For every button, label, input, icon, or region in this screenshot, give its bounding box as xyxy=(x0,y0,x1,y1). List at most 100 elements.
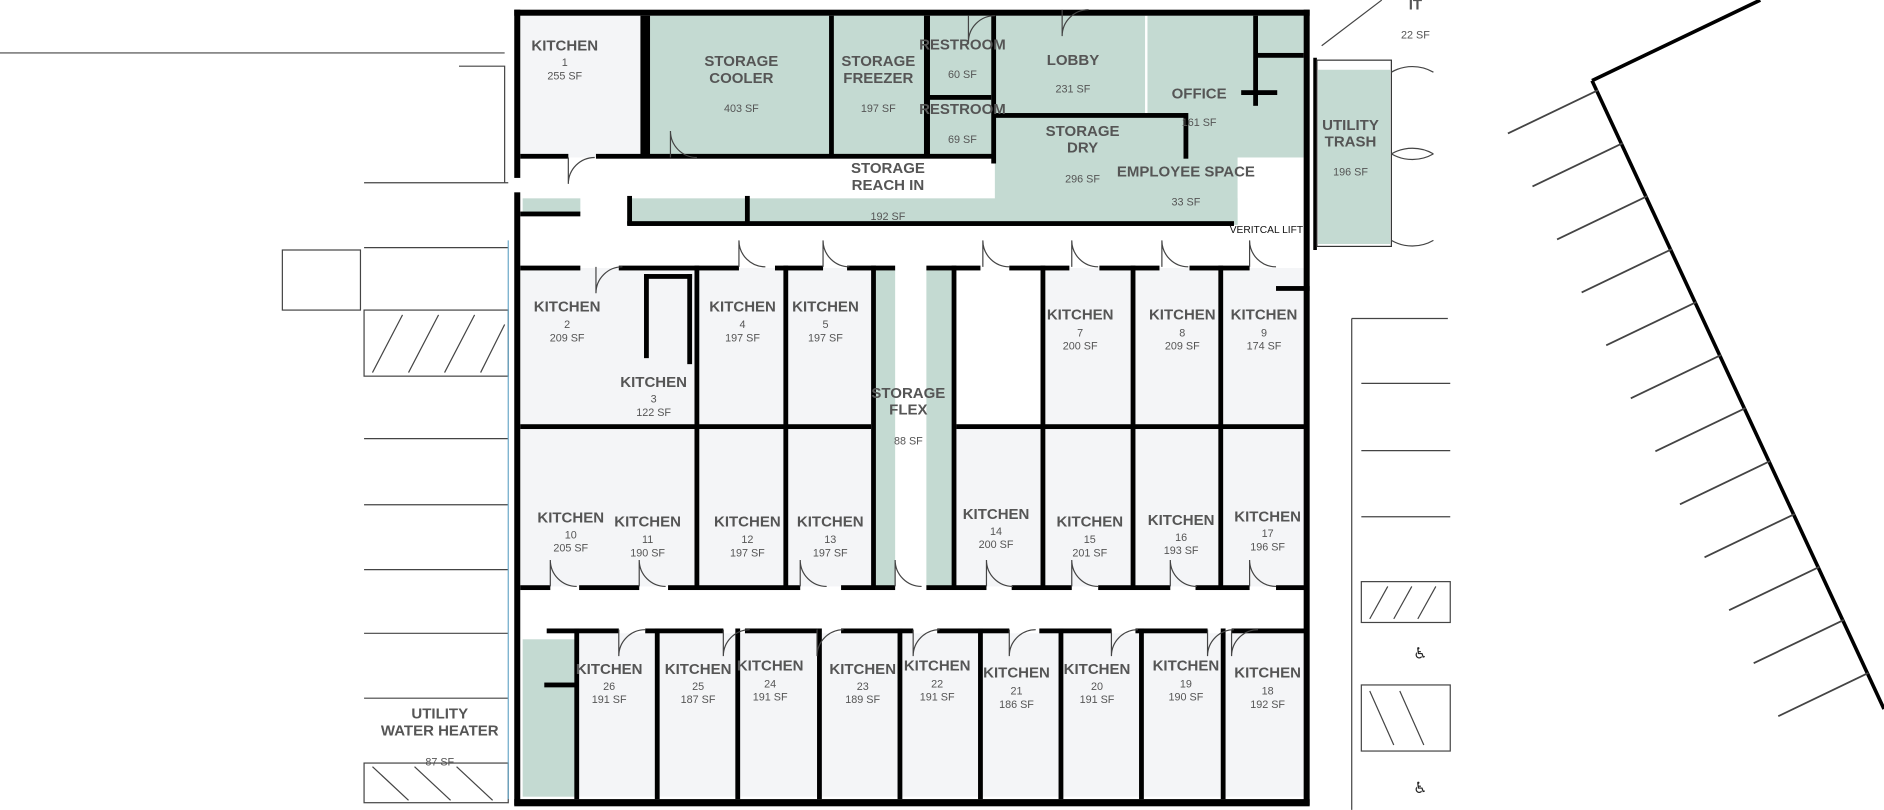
room-area: 255 SF xyxy=(547,70,582,82)
room-number: 17 xyxy=(1262,528,1274,540)
vertical-lift-label: VERITCAL LIFT xyxy=(1230,225,1303,236)
room-name: IT xyxy=(1409,0,1422,14)
door-swing xyxy=(816,629,844,657)
trash-door-swing xyxy=(1391,66,1434,73)
room-area: 197 SF xyxy=(730,547,765,559)
room-area: 200 SF xyxy=(979,539,1014,551)
trash-door-swing xyxy=(1391,153,1434,161)
trash-fill xyxy=(1318,69,1391,244)
restrooms-fill xyxy=(928,15,993,158)
room-name: KITCHEN xyxy=(1149,307,1216,324)
door-swing xyxy=(638,559,666,588)
room-area: 403 SF xyxy=(724,103,759,115)
trash-door-swing xyxy=(1391,239,1434,247)
parking-stall-line xyxy=(1777,672,1869,718)
room-number: 11 xyxy=(642,534,653,546)
door-swing xyxy=(894,559,922,588)
room-number: 26 xyxy=(603,681,615,693)
door-swing xyxy=(1008,629,1036,657)
room-area: 190 SF xyxy=(1169,692,1204,704)
room-number: 16 xyxy=(1175,532,1187,544)
room-name: RESTROOM xyxy=(919,36,1006,53)
room-name: KITCHEN xyxy=(1056,513,1123,530)
room-area: 192 SF xyxy=(871,211,906,223)
room-number: 5 xyxy=(822,319,828,331)
room-name: KITCHEN xyxy=(531,38,598,55)
room-name: UTILITY xyxy=(1322,117,1379,134)
room-area: 197 SF xyxy=(725,332,760,344)
room-name: KITCHEN xyxy=(963,506,1030,523)
room-name: STORAGE xyxy=(1046,123,1120,140)
storage-cooler-fill xyxy=(650,15,831,158)
door-swing xyxy=(912,629,940,657)
room-name: STORAGE xyxy=(871,385,945,402)
door-swing xyxy=(1230,629,1259,657)
parking-stall-line xyxy=(1556,195,1648,241)
door-swing xyxy=(1071,559,1099,588)
room-area: 205 SF xyxy=(553,543,588,555)
door-swing xyxy=(1061,9,1089,37)
door-swing xyxy=(549,559,577,588)
room-name: KITCHEN xyxy=(829,661,896,678)
room-number: 24 xyxy=(764,678,776,690)
door-swing xyxy=(1161,240,1189,268)
room-number: 7 xyxy=(1077,328,1083,340)
room-area: 192 SF xyxy=(1250,699,1285,711)
room-name: TRASH xyxy=(1325,134,1377,151)
room-area: 189 SF xyxy=(845,694,880,706)
room-area: 196 SF xyxy=(1333,167,1368,179)
room-area: 191 SF xyxy=(753,692,788,704)
room-name: KITCHEN xyxy=(1047,307,1114,324)
door-swing xyxy=(822,240,850,268)
room-number: 14 xyxy=(990,526,1002,538)
room-name: KITCHEN xyxy=(709,298,776,315)
room-number: 9 xyxy=(1261,328,1267,340)
room-area: 296 SF xyxy=(1065,174,1100,186)
room-area: 191 SF xyxy=(920,692,955,704)
room-name: KITCHEN xyxy=(576,661,643,678)
room-area: 122 SF xyxy=(636,407,671,419)
door-swing xyxy=(799,559,827,588)
room-name: KITCHEN xyxy=(1148,512,1215,529)
room-area: 88 SF xyxy=(894,436,923,448)
room-name: STORAGE xyxy=(841,53,915,70)
room-area: 191 SF xyxy=(1080,694,1115,706)
parking-stall-line xyxy=(1605,301,1697,347)
room-name: LOBBY xyxy=(1047,52,1100,69)
room-number: 18 xyxy=(1262,686,1274,698)
parking-stall-line xyxy=(1753,619,1845,665)
room-number: 20 xyxy=(1091,681,1103,693)
room-area: 197 SF xyxy=(813,547,848,559)
parking-stall-line xyxy=(1630,354,1722,400)
door-swing xyxy=(738,240,766,268)
room-number: 4 xyxy=(740,319,746,331)
room-name: KITCHEN xyxy=(792,298,859,315)
kitchens-row3-fill xyxy=(576,633,1308,797)
parking-stall-lines xyxy=(1507,89,1869,718)
open-area-fill xyxy=(955,268,1042,427)
room-name: DRY xyxy=(1067,140,1098,157)
room-number: 15 xyxy=(1084,534,1096,546)
